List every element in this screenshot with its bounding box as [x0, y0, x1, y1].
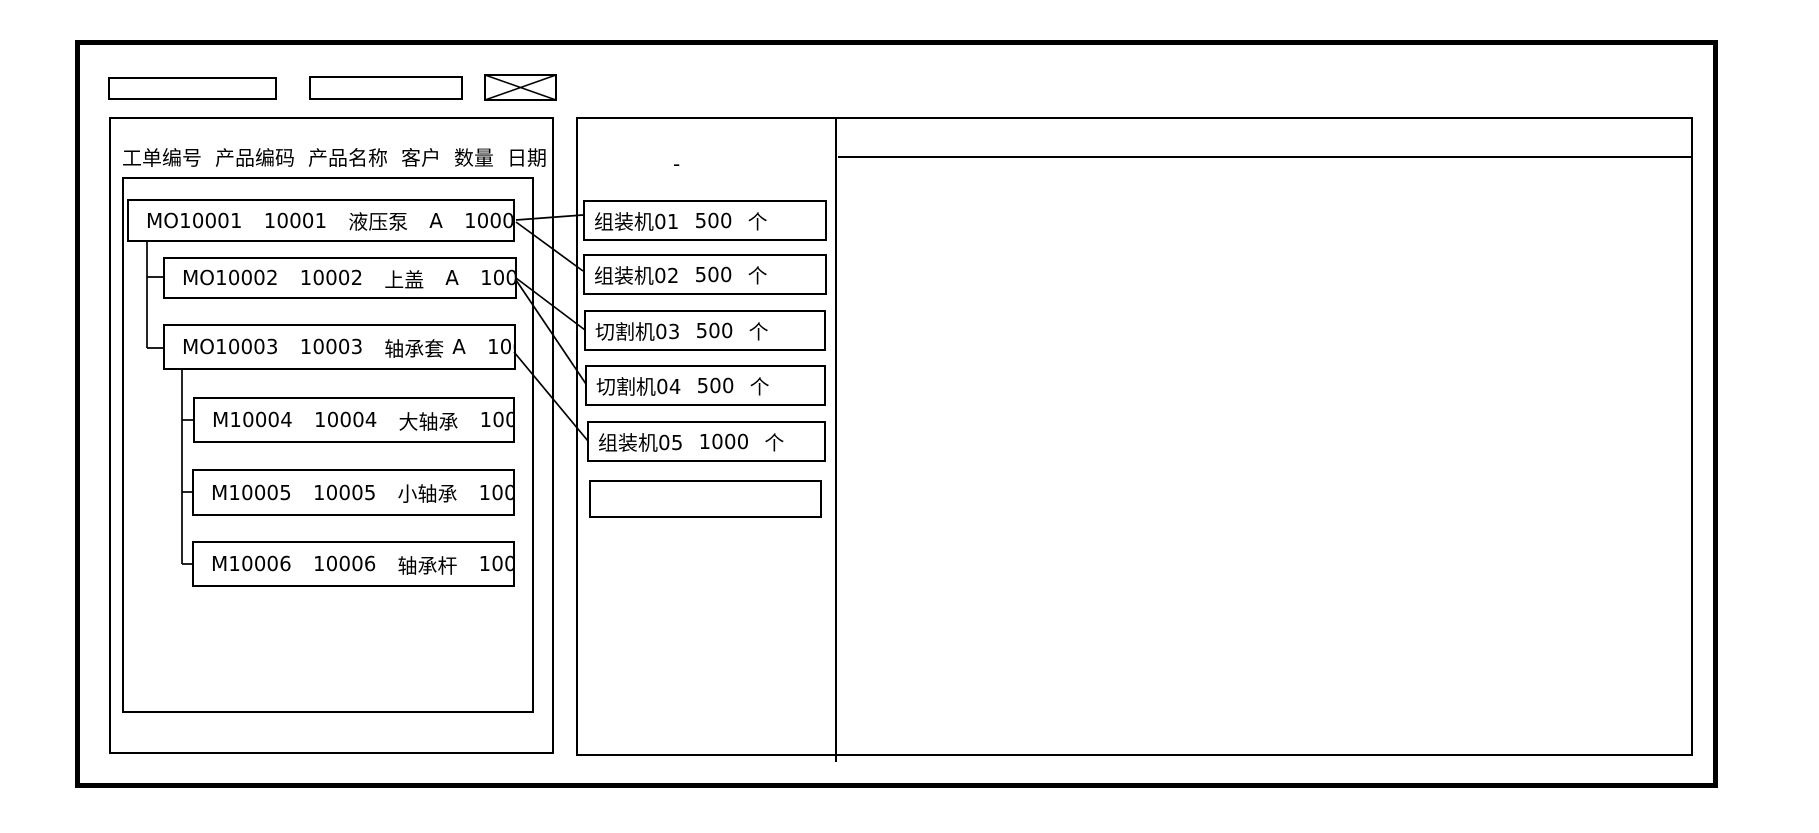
quantity: 1000 — [463, 208, 515, 233]
order-code: MO10003 — [182, 335, 279, 359]
work-order-node-MO10001[interactable]: MO10001 10001 液压泵 A 1000 个 — [127, 199, 515, 242]
machine-name: 切割机04 — [596, 375, 682, 399]
machine-unit: 个 — [747, 264, 768, 288]
product-code: 10005 — [312, 480, 377, 505]
machine-name: 切割机03 — [595, 320, 681, 344]
work-order-node-MO10003[interactable]: MO10003 10003 轴承套 A 1000 个 — [163, 324, 516, 370]
machine-unit: 个 — [764, 431, 785, 455]
machine-qty: 1000 — [698, 429, 750, 454]
column-header-date: 日期 — [507, 146, 547, 170]
order-code: MO10002 — [182, 266, 279, 290]
work-order-node-MO10002[interactable]: MO10002 10002 上盖 A 1000 个 — [163, 257, 517, 299]
machine-qty: 500 — [695, 318, 734, 343]
machine-qty: 500 — [694, 208, 733, 233]
quantity: 1000 — [478, 552, 513, 576]
toolbar-field-1[interactable] — [108, 77, 277, 100]
quantity: 1000 — [479, 266, 517, 290]
product-name: 轴承杆 — [397, 553, 458, 578]
customer: A — [429, 208, 443, 233]
column-header-order-code: 工单编号 — [122, 146, 202, 170]
column-header-product-name: 产品名称 — [308, 146, 388, 170]
product-name: 小轴承 — [397, 482, 458, 506]
product-name: 轴承套 — [384, 336, 445, 361]
machine-item-1[interactable]: 组装机01 500 个 — [583, 200, 827, 241]
machine-qty: 500 — [696, 373, 735, 398]
column-header-customer: 客户 — [401, 146, 441, 170]
work-order-node-M10006[interactable]: M10006 10006 轴承杆 1000 个 — [192, 541, 515, 587]
quantity: 1000 — [479, 408, 513, 432]
image-placeholder-icon — [484, 74, 557, 101]
order-code: M10006 — [211, 552, 292, 576]
machine-qty: 500 — [694, 262, 733, 287]
product-code: 10001 — [263, 208, 328, 233]
column-header-product-code: 产品编码 — [215, 146, 295, 170]
product-code: 10003 — [299, 335, 364, 359]
machine-unit: 个 — [749, 375, 770, 399]
product-code: 10006 — [312, 552, 377, 576]
machine-item-4[interactable]: 切割机04 500 个 — [585, 365, 826, 406]
machine-unit: 个 — [747, 210, 768, 234]
product-name: 上盖 — [384, 267, 425, 292]
work-order-column-headers: 工单编号 产品编码 产品名称 客户 数量 日期 — [122, 142, 547, 171]
customer: A — [445, 266, 459, 290]
machine-item-3[interactable]: 切割机03 500 个 — [584, 310, 826, 351]
column-header-qty: 数量 — [454, 146, 494, 170]
customer: A — [452, 335, 466, 359]
machine-item-5[interactable]: 组装机05 1000 个 — [587, 421, 826, 462]
machine-name: 组装机02 — [594, 264, 680, 288]
order-code: MO10001 — [146, 208, 243, 233]
stray-dash-mark: - — [673, 152, 681, 176]
order-code: M10004 — [212, 408, 293, 432]
machine-item-2[interactable]: 组装机02 500 个 — [583, 254, 827, 295]
machine-name: 组装机05 — [598, 431, 684, 455]
machine-name: 组装机01 — [594, 210, 680, 234]
work-order-node-M10005[interactable]: M10005 10005 小轴承 1000 个 — [192, 469, 515, 516]
toolbar-field-2[interactable] — [309, 76, 463, 100]
product-name: 大轴承 — [398, 409, 459, 434]
order-code: M10005 — [211, 480, 292, 505]
machine-unit: 个 — [748, 320, 769, 344]
quantity: 1000 — [486, 335, 514, 359]
product-code: 10002 — [299, 266, 364, 290]
machine-item-empty[interactable] — [589, 480, 822, 518]
quantity: 1000 — [478, 480, 513, 505]
product-name: 液压泵 — [348, 210, 409, 234]
product-code: 10004 — [313, 408, 378, 432]
work-order-node-M10004[interactable]: M10004 10004 大轴承 1000 个 — [193, 397, 515, 443]
panel-divider — [835, 117, 837, 762]
detail-panel-header-rule — [838, 156, 1691, 158]
